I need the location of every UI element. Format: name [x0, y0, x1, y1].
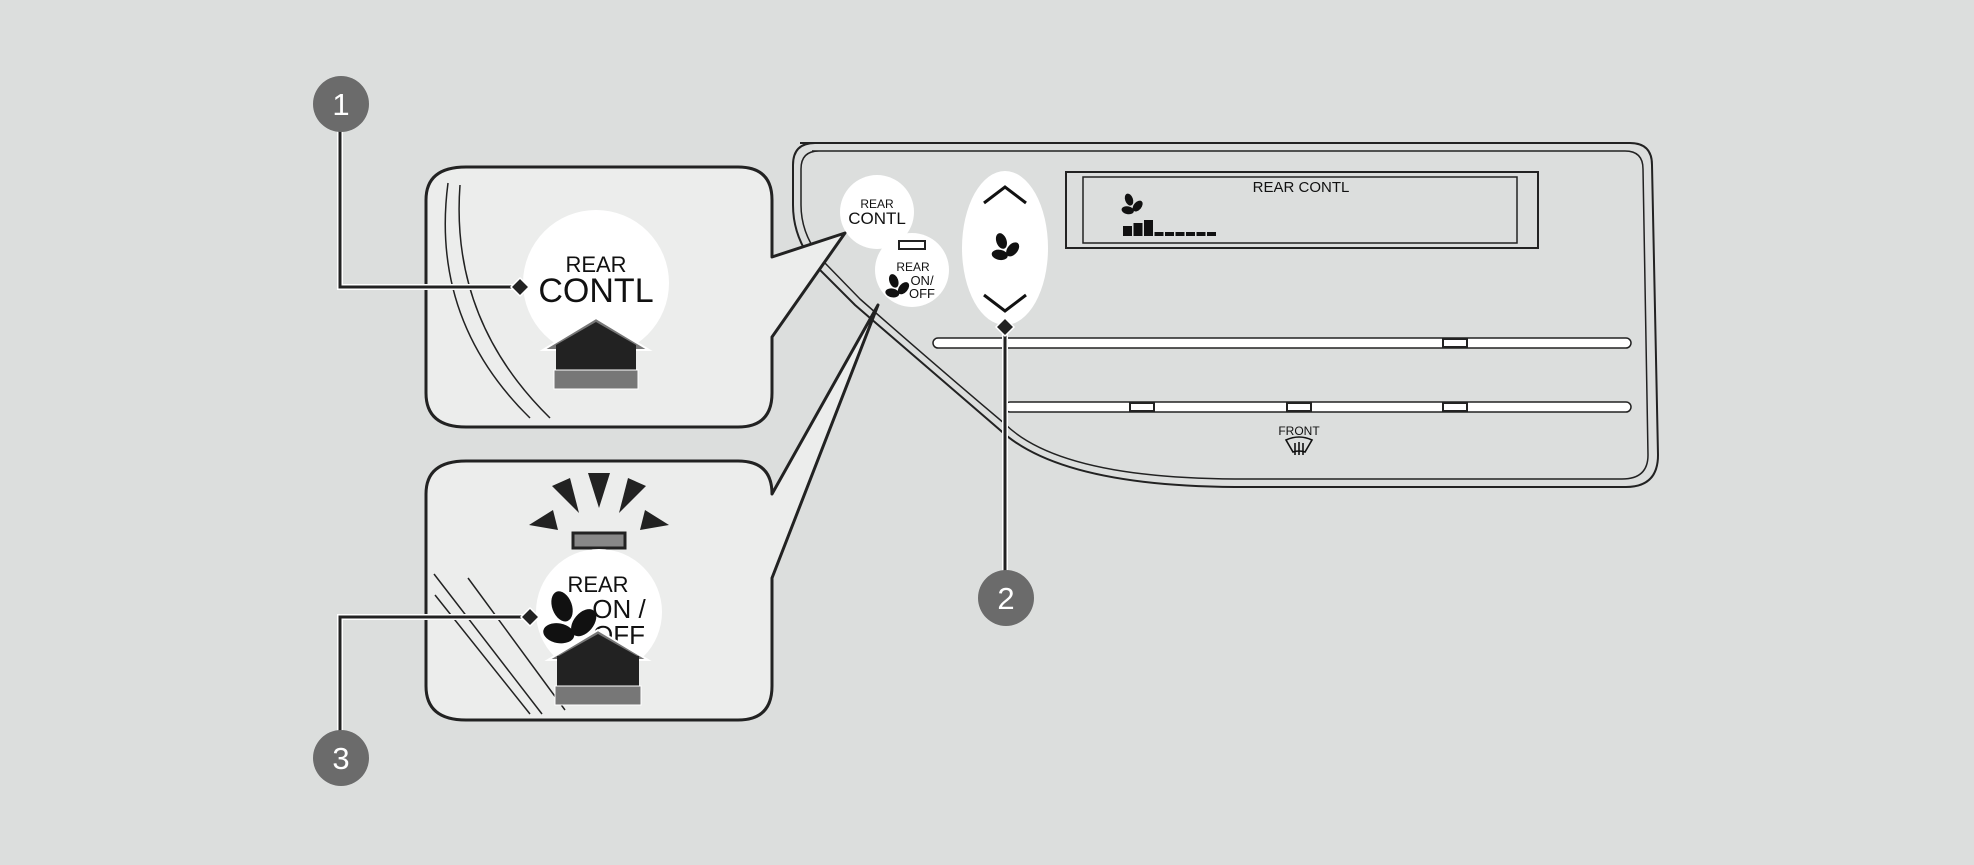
fan-speed-control[interactable] [962, 171, 1048, 325]
rear-on-off-button-line3: OFF [909, 286, 935, 301]
leader-diamond [994, 316, 1016, 338]
slider-marker [1129, 402, 1155, 412]
rear-on-off-button-line2: ON/ [910, 273, 934, 288]
fan-level-bar-unlit [1165, 232, 1174, 236]
chevron-up-icon[interactable] [983, 185, 1027, 205]
leader-line [338, 615, 530, 758]
rear-contl-button-line1: REAR [860, 197, 894, 211]
rear-contl-button[interactable]: REAR CONTL [840, 175, 914, 249]
fan-level-bar-unlit [1207, 232, 1216, 236]
defrost-icon [1284, 436, 1314, 455]
chevron-down-icon[interactable] [983, 293, 1027, 313]
rear-on-off-button[interactable]: REAR ON/ OFF [875, 233, 949, 307]
zoom-rear-contl-button [523, 210, 669, 356]
zoom-rear-contl-line1: REAR [565, 252, 626, 277]
rear-on-off-button-line1: REAR [896, 260, 930, 274]
callout-number: 1 [332, 87, 349, 122]
rear-on-off-indicator [898, 240, 926, 250]
bezel-line [433, 573, 543, 715]
fan-level-bar-lit [1144, 220, 1153, 236]
zoom-rear-onoff-line1: REAR [567, 572, 628, 597]
fan-level-bar-unlit [1196, 232, 1206, 236]
bezel-line [458, 184, 551, 419]
leader-diamond [519, 606, 541, 628]
callout-circle [313, 76, 369, 132]
leader-diamond [509, 276, 531, 298]
zoom-rear-contl-line2: CONTL [538, 272, 653, 310]
callout-3: 3 [313, 606, 541, 786]
slider-track-lower [1004, 401, 1632, 413]
fan-level-bar-lit [1123, 226, 1132, 236]
fan-icon [1120, 192, 1145, 216]
bezel-line [444, 182, 531, 419]
press-arrow-icon [539, 316, 653, 390]
display-screen: REAR CONTL [1065, 171, 1539, 249]
slider-track-upper [932, 337, 1632, 349]
fan-level-bar-lit [1133, 223, 1143, 236]
press-arrow-icon [544, 628, 652, 706]
slider-marker [1442, 338, 1468, 348]
fan-level-bar-unlit [1175, 232, 1185, 236]
zoom-rear-onoff-line2: ON / [592, 594, 646, 624]
front-defrost-button[interactable]: FRONT [1278, 424, 1320, 455]
callout-circle [313, 730, 369, 786]
callout-number: 3 [332, 741, 349, 776]
zoom-rear-onoff-button [536, 549, 662, 675]
callout-1: 1 [313, 76, 531, 298]
panel-inner-edge [800, 150, 1649, 480]
fan-level-bar-unlit [1154, 232, 1164, 236]
callout-number: 2 [997, 581, 1014, 616]
rear-contl-button-line2: CONTL [848, 209, 906, 228]
display-title: REAR CONTL [1253, 179, 1350, 196]
bezel-line [467, 577, 566, 711]
leader-line [338, 104, 520, 289]
fan-level-bar-unlit [1186, 232, 1195, 236]
front-defrost-label: FRONT [1278, 424, 1320, 438]
slider-marker [1442, 402, 1468, 412]
light-rays-icon [529, 473, 669, 530]
zoom-on-off-indicator [571, 531, 627, 550]
slider-marker [1286, 402, 1312, 412]
zoom-rear-contl: REAR CONTL [424, 165, 847, 429]
panel-outer-edge [792, 142, 1660, 488]
callout-circle [978, 570, 1034, 626]
callout-2: 2 [978, 316, 1034, 626]
control-panel: REAR CONTL REAR ON/ OFF REA [792, 142, 1660, 488]
fan-level-indicator [1123, 220, 1216, 236]
